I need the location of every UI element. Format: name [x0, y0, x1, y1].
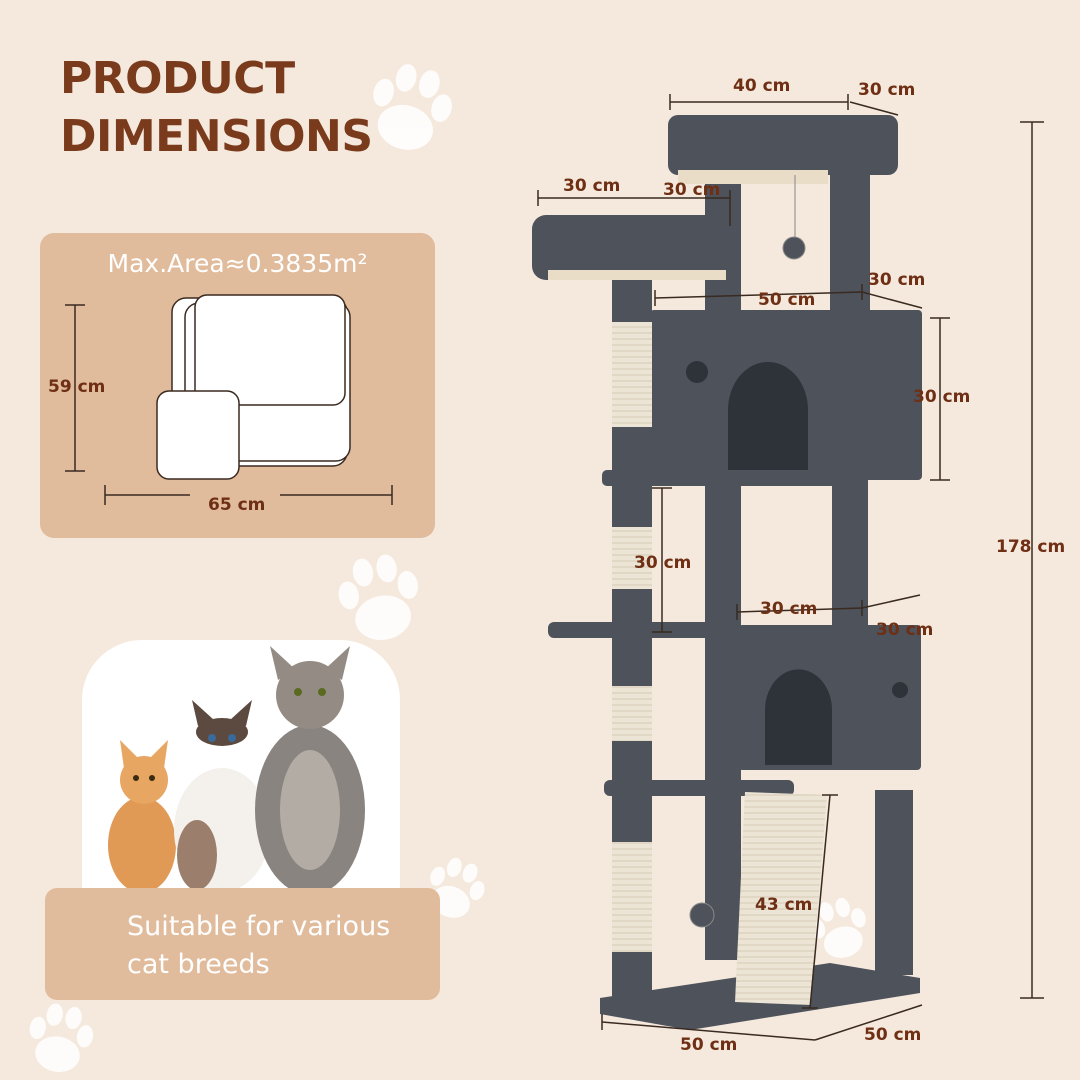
breeds-text: Suitable for various cat breeds [127, 911, 391, 980]
dim-lower-condo-width: 30 cm [760, 599, 818, 619]
title-line-1: PRODUCT [60, 53, 295, 104]
dim-condo-height: 30 cm [913, 387, 971, 407]
paw-icon [810, 897, 866, 958]
dim-condo-width: 50 cm [758, 290, 816, 310]
max-area-label: Max.Area≈0.3835m² [107, 249, 368, 278]
footprint-width-label: 65 cm [208, 495, 266, 515]
dim-condo-depth: 30 cm [868, 270, 926, 290]
dim-mid-gap: 30 cm [634, 553, 692, 573]
scratch-ramp [735, 792, 827, 1005]
breeds-card: Suitable for various cat breeds [45, 888, 440, 1000]
cats-photo [82, 640, 400, 895]
dim-base-depth: 50 cm [864, 1025, 922, 1045]
dim-side-perch-depth: 30 cm [663, 180, 721, 200]
dim-total-height: 178 cm [996, 537, 1066, 557]
ragdoll-cat-icon [174, 700, 270, 892]
cats-illustration [108, 646, 365, 895]
orange-cat-icon [108, 740, 176, 893]
max-area-card: Max.Area≈0.3835m² 59 cm 65 cm [40, 233, 435, 538]
paw-icon [373, 64, 452, 150]
side-perch [532, 215, 732, 280]
footprint-diagram [65, 294, 393, 505]
paw-icon [29, 1003, 94, 1072]
top-perch [668, 115, 898, 175]
title-line-2: DIMENSIONS [60, 111, 373, 162]
dim-lower-condo-depth: 30 cm [876, 620, 934, 640]
dim-top-perch-width: 40 cm [733, 76, 791, 96]
page-title: PRODUCT DIMENSIONS [60, 50, 373, 166]
paw-icon [338, 554, 418, 640]
paw-icon [430, 857, 485, 918]
dim-top-perch-depth: 30 cm [858, 80, 916, 100]
dim-base-width: 50 cm [680, 1035, 738, 1055]
dim-ramp-length: 43 cm [755, 895, 813, 915]
maine-coon-cat-icon [255, 646, 365, 895]
footprint-height-label: 59 cm [48, 377, 106, 397]
dim-side-perch-width: 30 cm [563, 176, 621, 196]
